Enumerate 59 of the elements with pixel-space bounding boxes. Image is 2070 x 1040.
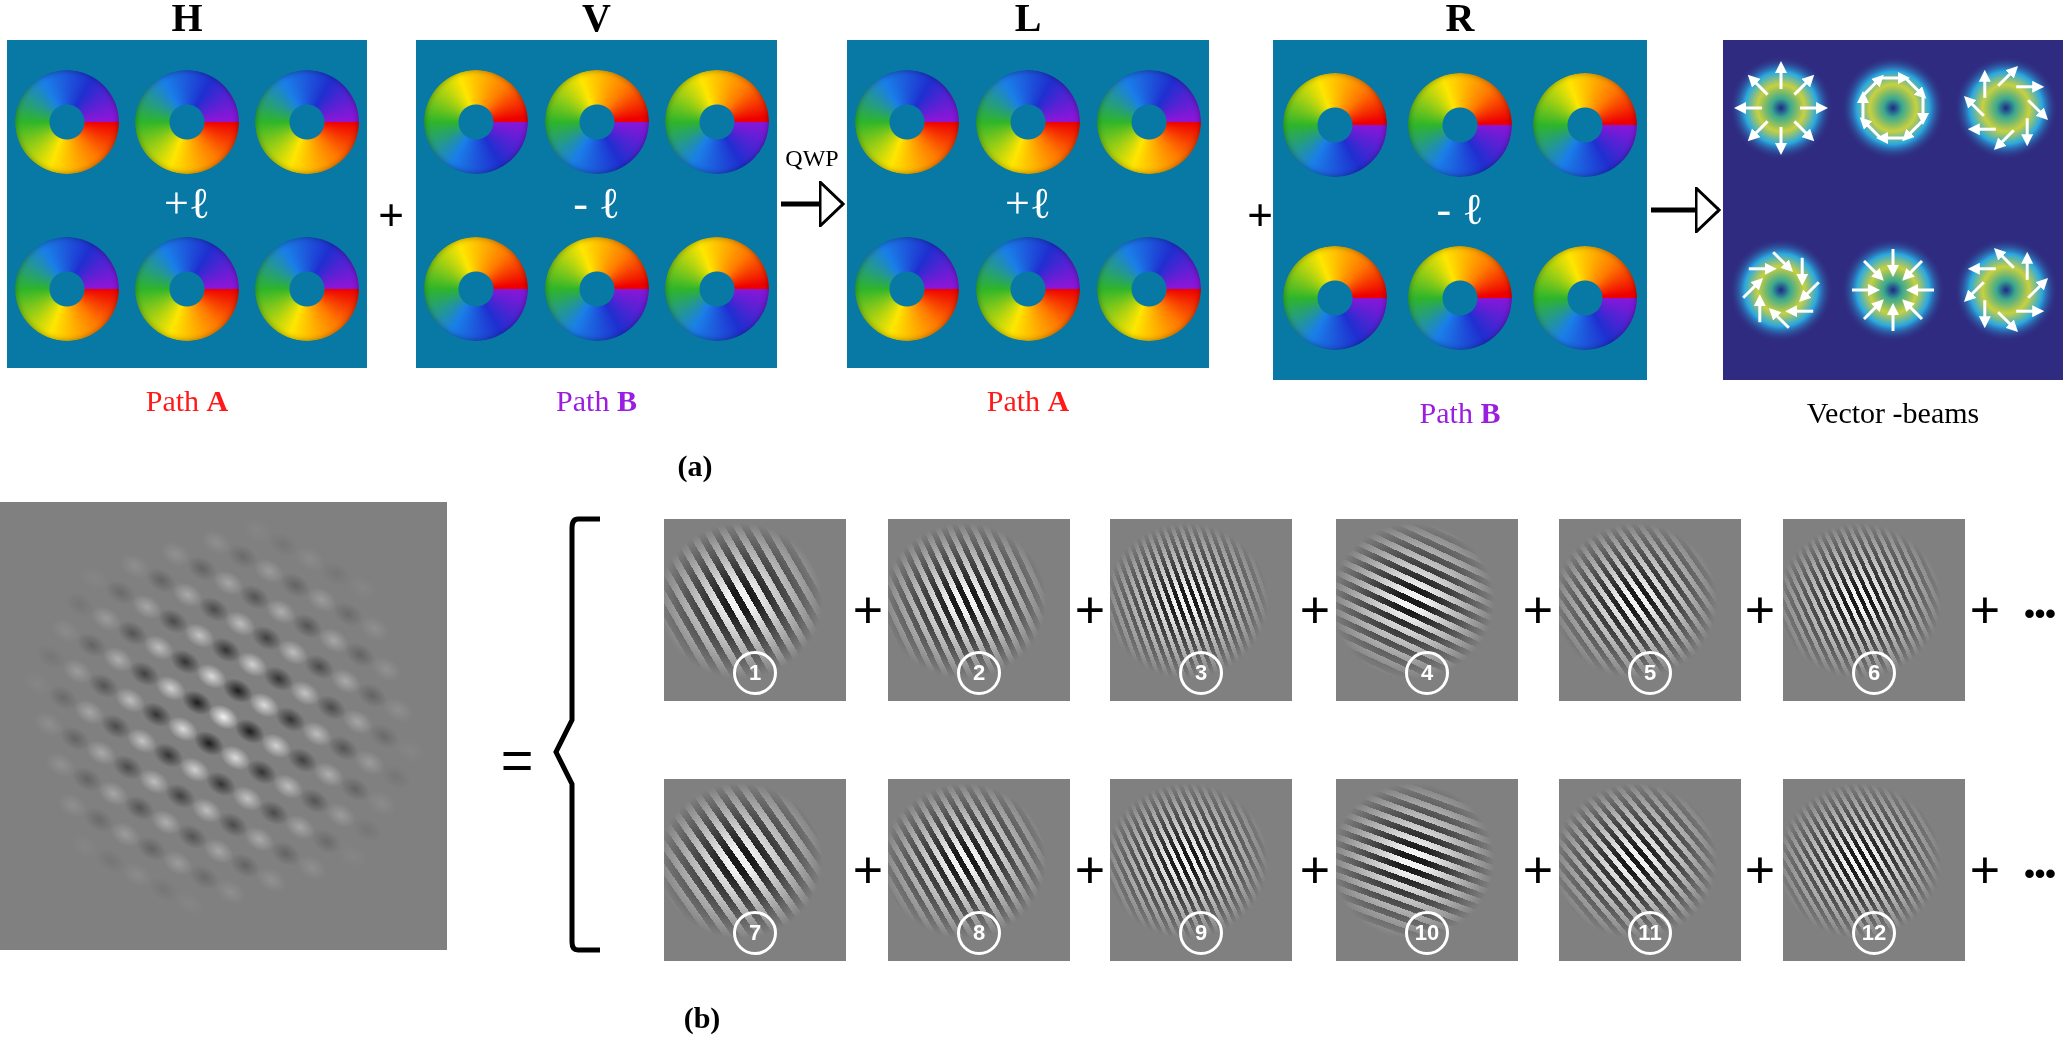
caption-text: Path B [555,384,638,418]
charge-label: +ℓ [163,180,211,228]
charge-label: - ℓ [572,180,621,228]
panel-label: (b) [683,1003,721,1033]
hologram-tile-image [1559,779,1741,961]
number-badge: 8 [957,911,1001,955]
plus-sign: + [1522,584,1554,636]
number-badge: 10 [1405,911,1449,955]
hologram-tile-image [888,779,1070,961]
caption-text: Vector -beams [1805,396,1981,430]
plus-sign: + [1074,844,1106,896]
number-badge: 12 [1852,911,1896,955]
panel-label: (a) [677,451,713,481]
hologram-tile-image [1336,519,1518,701]
number-badge: 2 [957,651,1001,695]
number-badge: 9 [1179,911,1223,955]
caption-text: Path A [985,384,1071,418]
number-badge: 4 [1405,651,1449,695]
hologram-tile-image [1783,779,1965,961]
plus-sign: + [378,193,404,237]
number-badge: 3 [1179,651,1223,695]
caption-text: Path A [144,384,230,418]
plus-sign: + [852,844,884,896]
panel-heading: L [1013,0,1043,38]
ellipsis: ••• [2024,859,2056,889]
plus-sign: + [1969,584,2001,636]
ellipsis: ••• [2024,599,2056,629]
arrow [781,180,845,228]
number-badge: 11 [1628,911,1672,955]
plus-sign: + [852,584,884,636]
charge-label: +ℓ [1004,180,1052,228]
hologram-tile-image [1336,779,1518,961]
hologram-tile-image [1783,519,1965,701]
plus-sign: + [1074,584,1106,636]
charge-label: - ℓ [1435,186,1485,234]
interference-pattern-image [0,502,447,950]
arrow [1651,186,1721,234]
caption-text: Path B [1418,396,1502,430]
hologram-tile-image [1559,519,1741,701]
plus-sign: + [1744,584,1776,636]
plus-sign: + [1744,844,1776,896]
hologram-tile-image [888,519,1070,701]
number-badge: 6 [1852,651,1896,695]
plus-sign: + [1299,844,1331,896]
plus-sign: + [1522,844,1554,896]
panel-heading: H [170,0,204,38]
panel-heading: V [581,0,612,38]
number-badge: 7 [733,911,777,955]
hologram-tile-image [1110,519,1292,701]
panel-heading: R [1444,0,1476,38]
plus-sign: + [1969,844,2001,896]
hologram-tile-image [664,779,846,961]
equals-sign: = [500,732,534,788]
number-badge: 5 [1628,651,1672,695]
hologram-tile-image [1110,779,1292,961]
plus-sign: + [1299,584,1331,636]
hologram-tile-image [664,519,846,701]
plus-sign: + [1247,193,1273,237]
number-badge: 1 [733,651,777,695]
